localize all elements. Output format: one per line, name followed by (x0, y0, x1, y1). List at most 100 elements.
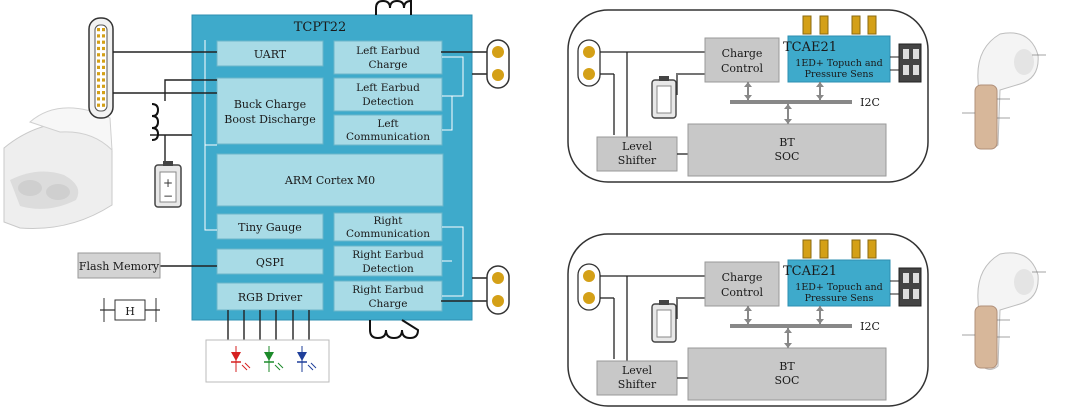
usb-pin (97, 53, 100, 57)
usb-pin (102, 40, 105, 44)
usb-pin (97, 97, 100, 101)
left-earbud-detection-label-1: Left Earbud (356, 82, 420, 94)
hall-sensor-icon: H (100, 298, 160, 322)
charge-control-label-1: Charge (722, 47, 763, 60)
led-icon (231, 346, 251, 372)
usb-pin (102, 59, 105, 63)
charge-control-block (704, 261, 780, 307)
i2c-bus (730, 100, 852, 104)
usb-pin (102, 72, 105, 76)
usb-pin (97, 40, 100, 44)
hall-sensor-label: H (125, 305, 135, 318)
usb-pin (102, 78, 105, 82)
left-earbud-pads-icon (486, 39, 510, 89)
usb-pin (97, 28, 100, 32)
bt-soc-label-2: SOC (775, 150, 800, 163)
usb-pin (102, 34, 105, 38)
charge-control-label-1: Charge (722, 271, 763, 284)
tcae21-block (787, 35, 891, 83)
left-communication-label-2: Communication (346, 131, 430, 143)
usb-c-connector-icon (88, 17, 114, 119)
right-earbud-detection-label-2: Detection (362, 263, 414, 275)
usb-pin (102, 97, 105, 101)
left-earbud-detection-label-2: Detection (362, 96, 414, 108)
rgb-leds (231, 346, 317, 372)
internal-bus-lines (204, 40, 464, 297)
i2c-label: I2C (860, 320, 880, 333)
flash-memory-block (77, 252, 161, 279)
electrode-icon (802, 239, 812, 259)
usb-pin (97, 46, 100, 51)
usb-pin (97, 59, 100, 63)
right-communication-block (333, 212, 443, 242)
bt-soc-label-2: SOC (775, 374, 800, 387)
electrode-icon (819, 15, 829, 35)
level-shifter-block (596, 360, 678, 396)
uart-label: UART (254, 48, 287, 61)
electrode-icon (851, 15, 861, 35)
usb-pin (97, 34, 100, 38)
usb-pin (97, 65, 100, 69)
left-earbud-charge-label-1: Left Earbud (356, 45, 420, 57)
tcae21-subtitle-2: Pressure Sens (805, 69, 874, 80)
qspi-label: QSPI (256, 256, 284, 269)
usb-pin (97, 78, 100, 82)
electrode-icon (867, 15, 877, 35)
tcae21-title: TCAE21 (783, 40, 837, 55)
led-icon (264, 346, 284, 372)
earbud-image-bottom (962, 252, 1046, 370)
uart-block (216, 40, 324, 67)
tiny-gauge-block (216, 213, 324, 240)
usb-pin (97, 91, 100, 95)
right-earbud-charge-block (333, 280, 443, 312)
arm-cortex-block (216, 153, 444, 207)
chip-title: TCPT22 (294, 20, 347, 35)
right-earbud-detection-label-1: Right Earbud (352, 249, 424, 261)
electrode-icon (819, 239, 829, 259)
usb-pin (97, 103, 100, 107)
right-earbud-detection-block (333, 245, 443, 277)
qspi-block (216, 248, 324, 275)
tiny-gauge-label: Tiny Gauge (238, 221, 302, 234)
charge-control-label-2: Control (721, 62, 763, 75)
left-earbud-charge-label-2: Charge (368, 59, 407, 71)
buck-label-2: Boost Discharge (224, 113, 316, 126)
level-shifter-label-2: Shifter (618, 378, 657, 391)
level-shifter-label-1: Level (622, 364, 653, 377)
flash-memory-label: Flash Memory (79, 260, 160, 273)
usb-pin (102, 46, 105, 51)
buck-boost-block (216, 77, 324, 145)
i2c-label: I2C (860, 96, 880, 109)
bt-soc-block (687, 123, 887, 177)
right-earbud-charge-label-2: Charge (368, 298, 407, 310)
rgb-led-box (205, 339, 330, 383)
tcae21-block (787, 259, 891, 307)
right-communication-label-2: Communication (346, 228, 430, 240)
rgb-driver-label: RGB Driver (238, 291, 303, 304)
charging-case-image (3, 107, 113, 229)
left-communication-block (333, 114, 443, 146)
led-icon (297, 346, 317, 372)
usb-pin (102, 84, 105, 88)
left-coil-icon (375, 0, 412, 15)
usb-pin (97, 84, 100, 88)
battery-icon (651, 76, 677, 119)
bt-soc-label-1: BT (779, 360, 795, 373)
electrode-icon (851, 239, 861, 259)
usb-pin (102, 65, 105, 69)
right-coil-icon (369, 319, 420, 340)
tcae21-title: TCAE21 (783, 264, 837, 279)
buck-label-1: Buck Charge (234, 98, 306, 111)
bt-soc-label-1: BT (779, 136, 795, 149)
usb-pin (102, 91, 105, 95)
tcae21-subtitle-2: Pressure Sens (805, 293, 874, 304)
bt-soc-block (687, 347, 887, 401)
left-communication-label-1: Left (377, 118, 399, 130)
right-earbud-pads-icon (486, 265, 510, 315)
charge-control-label-2: Control (721, 286, 763, 299)
earbud-image-top (962, 32, 1046, 150)
